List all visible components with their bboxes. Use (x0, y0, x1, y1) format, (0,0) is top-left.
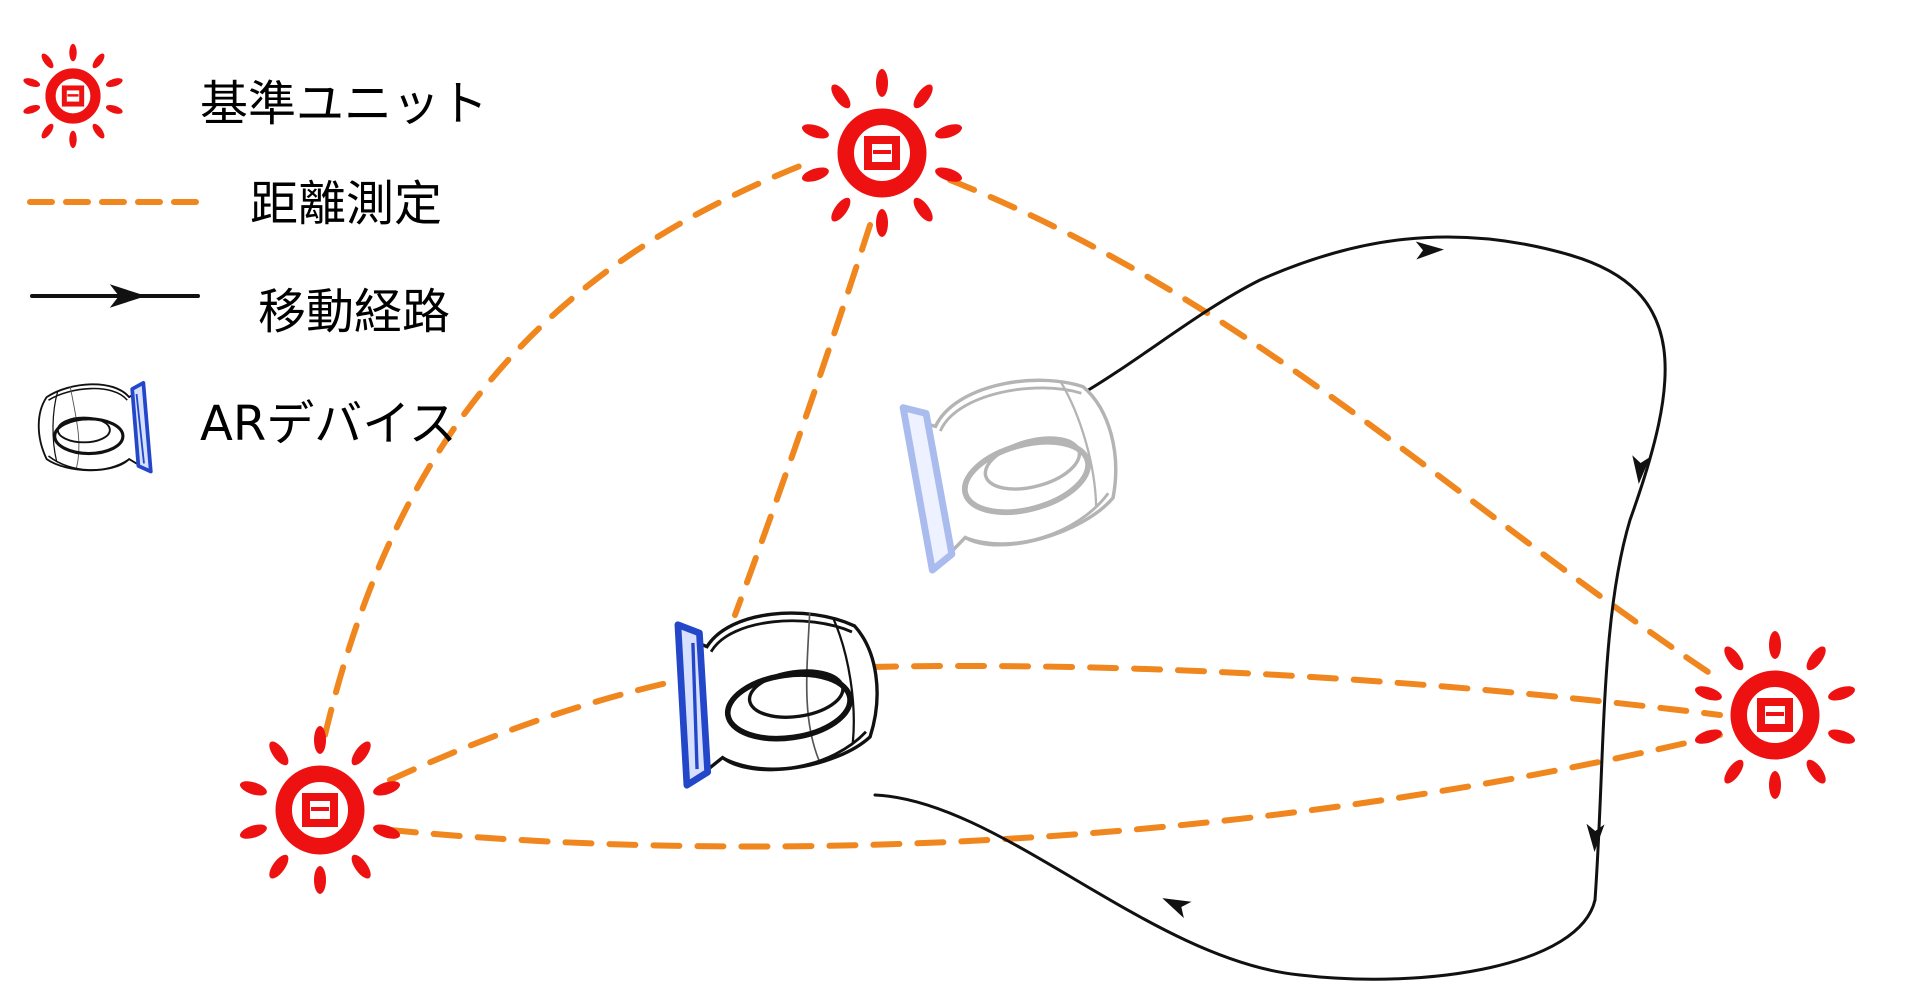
distance-line-left-top (322, 159, 813, 738)
legend-arrow-line-icon (30, 284, 200, 308)
distance-line-top-right (947, 177, 1723, 683)
distance-line-top-device (732, 222, 873, 618)
legend-label-reference-unit: 基準ユニット (200, 76, 489, 132)
movement-arrow (1415, 240, 1445, 260)
reference-unit-top (800, 69, 963, 237)
legend-headset-icon (36, 380, 153, 474)
movement-path-line (873, 793, 1302, 977)
legend-label-distance-measurement: 距離測定 (250, 176, 443, 232)
legend-label-ar-device: ARデバイス (200, 396, 457, 452)
ar-device-previous (890, 357, 1133, 570)
reference-unit-left (238, 726, 401, 894)
legend-label-movement-path: 移動経路 (258, 284, 451, 340)
movement-path (873, 235, 1667, 981)
legend-sun-icon (22, 44, 123, 148)
distance-line-device-right (867, 662, 1723, 718)
distance-line-left-device (387, 677, 683, 783)
movement-arrow (1585, 823, 1605, 853)
distance-line-left-right (387, 732, 1723, 850)
ar-device-current (665, 598, 888, 785)
movement-arrow (1158, 889, 1192, 919)
legend (22, 44, 205, 474)
distance-measurement-lines (322, 159, 1723, 850)
